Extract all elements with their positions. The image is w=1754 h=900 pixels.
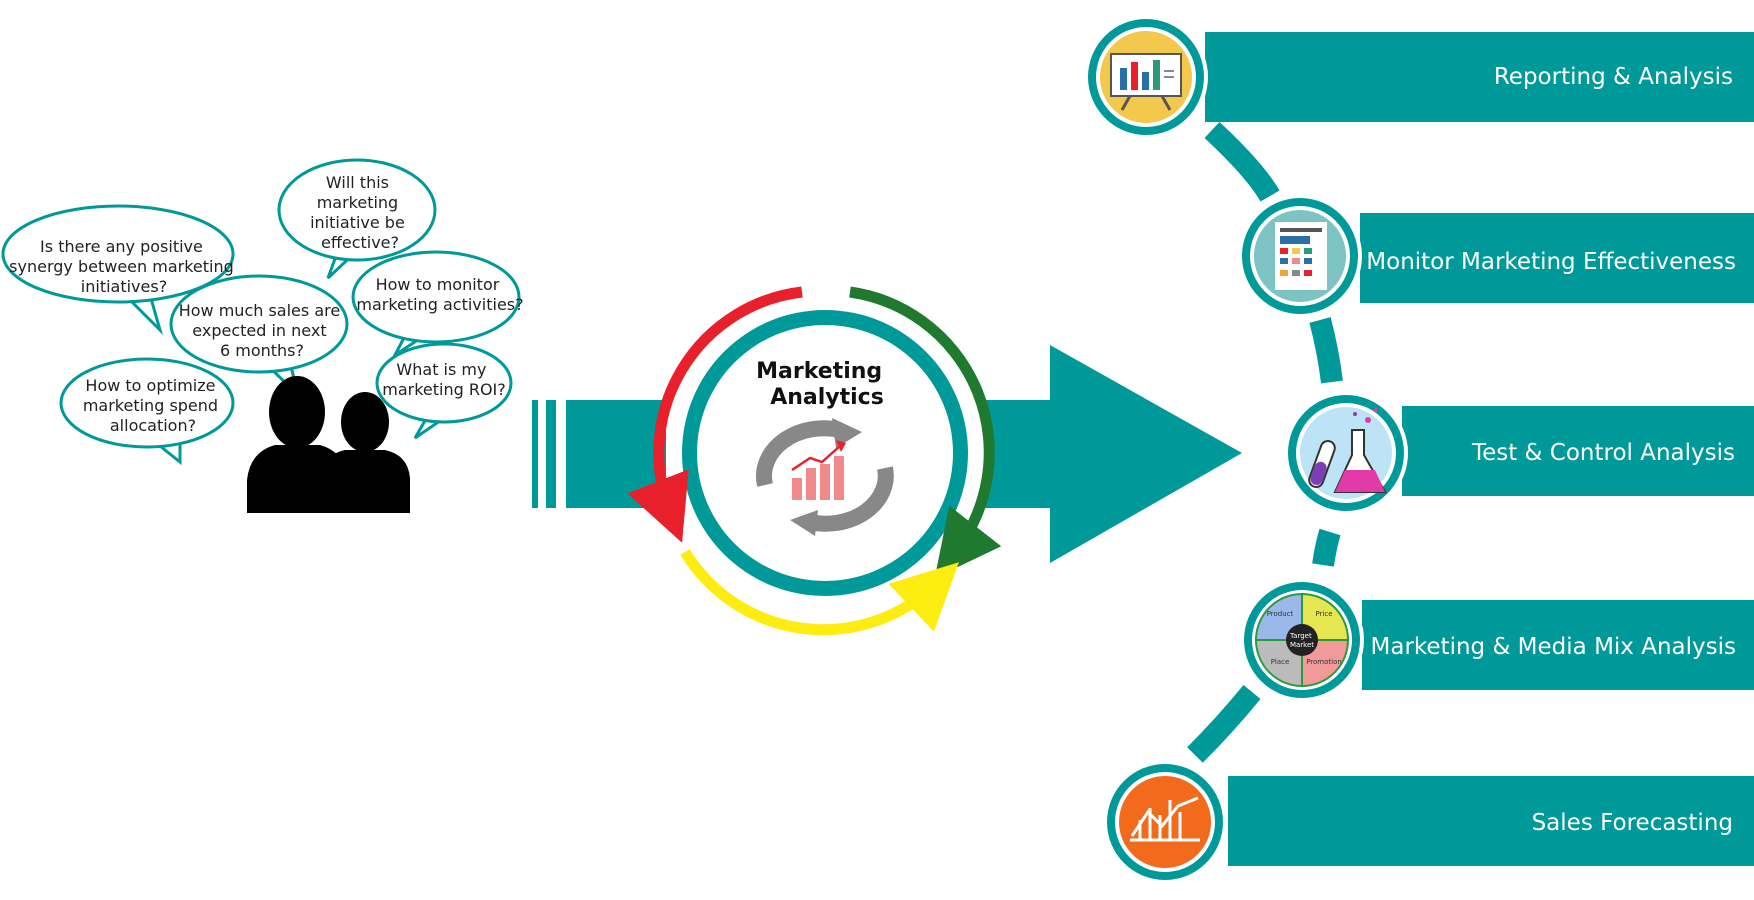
sales-trend-chart-icon xyxy=(1130,796,1200,842)
outcome-sales-forecasting: Sales Forecasting xyxy=(1103,760,1754,884)
outcome-label: Test & Control Analysis xyxy=(1471,440,1735,466)
presentation-chart-icon xyxy=(1110,53,1182,111)
question-bubble-synergy: Is there any positive synergy between ma… xyxy=(1,204,239,336)
question-text-effective: Will this marketing initiative be effect… xyxy=(310,173,410,252)
green-cycle-arrow xyxy=(849,286,1002,579)
red-cycle-arrow xyxy=(627,286,803,543)
mix-center-text: Target Market xyxy=(1289,632,1314,649)
outcome-label: Sales Forecasting xyxy=(1532,810,1733,836)
mix-quadrant-price: Price xyxy=(1315,610,1332,618)
outcome-label: Marketing & Media Mix Analysis xyxy=(1371,634,1737,660)
output-arrow xyxy=(985,345,1242,563)
outcome-reporting-analysis: Reporting & Analysis xyxy=(1084,15,1754,139)
question-text-sales: How much sales are expected in next 6 mo… xyxy=(179,301,346,360)
outcome-label: Monitor Marketing Effectiveness xyxy=(1366,249,1736,275)
input-arrow xyxy=(532,400,666,508)
outcome-monitor-effectiveness: Monitor Marketing Effectiveness xyxy=(1238,194,1754,318)
mix-quadrant-place: Place xyxy=(1271,658,1290,666)
yellow-cycle-arrow xyxy=(680,549,959,636)
outcome-test-control: Test & Control Analysis xyxy=(1284,391,1754,515)
question-bubble-sales: How much sales are expected in next 6 mo… xyxy=(169,274,349,400)
question-bubble-roi: What is my marketing ROI? xyxy=(375,342,513,440)
question-bubble-monitor: How to monitor marketing activities? xyxy=(351,250,524,360)
marketing-mix-pie-icon: Target Market Product Price Place Promot… xyxy=(1254,592,1350,688)
hub-title: Marketing Analytics xyxy=(756,359,890,410)
dashboard-report-icon xyxy=(1275,222,1327,290)
outcome-media-mix: Marketing & Media Mix Analysis Target Ma… xyxy=(1240,578,1754,702)
question-text-synergy: Is there any positive synergy between ma… xyxy=(9,237,239,296)
outcome-label: Reporting & Analysis xyxy=(1494,64,1733,90)
question-text-roi: What is my marketing ROI? xyxy=(382,360,506,399)
question-bubble-effective: Will this marketing initiative be effect… xyxy=(277,158,437,280)
refresh-growth-icon xyxy=(756,418,894,536)
marketing-analytics-hub: Marketing Analytics xyxy=(627,286,1002,636)
people-silhouette-icon xyxy=(247,376,410,513)
question-text-optimize: How to optimize marketing spend allocati… xyxy=(83,376,223,435)
lab-flasks-icon xyxy=(1308,408,1387,493)
question-text-monitor: How to monitor marketing activities? xyxy=(356,275,523,314)
outcome-list: Reporting & Analysis Monitor Marketing E… xyxy=(1084,15,1754,884)
outcome-connector xyxy=(1187,121,1343,763)
question-bubbles: Is there any positive synergy between ma… xyxy=(1,158,524,466)
mix-quadrant-product: Product xyxy=(1267,610,1294,618)
question-bubble-optimize: How to optimize marketing spend allocati… xyxy=(59,357,235,466)
mix-quadrant-promotion: Promotion xyxy=(1306,658,1342,666)
